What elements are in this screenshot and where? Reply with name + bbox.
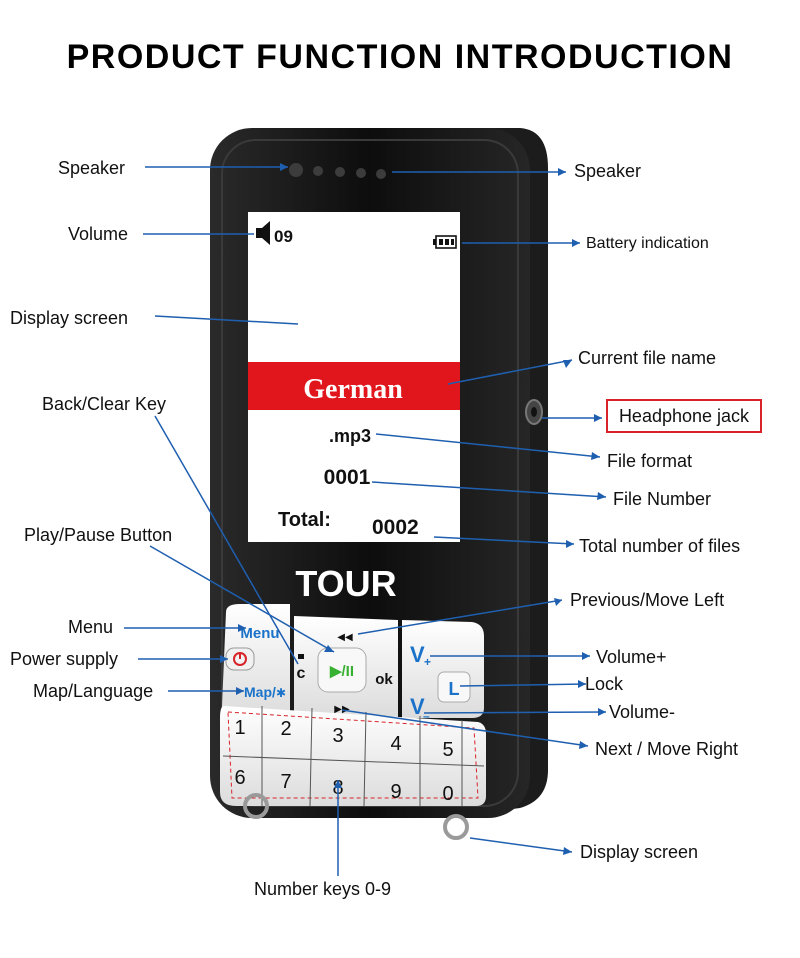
total-label: Total: [278,509,331,531]
map-language-key[interactable]: Map/ [244,684,276,700]
clear-key-dot [298,654,304,659]
label-headphone-jack: Headphone jack [606,399,762,433]
label-lock: Lock [585,674,624,694]
number-key-6[interactable]: 6 [234,767,245,789]
lock-key-label: L [449,679,460,699]
number-key-4[interactable]: 4 [390,733,401,755]
label-battery: Battery indication [586,235,709,252]
speaker-grille [289,163,386,179]
leader-arrowheads [220,163,606,855]
number-key-1[interactable]: 1 [234,717,245,739]
number-key-3[interactable]: 3 [332,725,343,747]
speaker-hole [313,166,323,176]
volume-down-sub: – [423,709,430,723]
file-name-bar [248,362,460,410]
number-key-5[interactable]: 5 [442,739,453,761]
label-play-pause: Play/Pause Button [24,525,173,545]
total-value: 0002 [372,516,419,539]
play-pause-key[interactable] [317,647,367,693]
file-format: .mp3 [329,426,371,446]
label-display-screen: Display screen [10,308,129,328]
speaker-hole [376,169,386,179]
bluetooth-icon: ✱ [276,686,286,700]
battery-icon [433,235,457,249]
label-menu: Menu [68,617,114,637]
headphone-jack-hole [531,407,537,417]
menu-key[interactable]: Menu [240,625,279,642]
number-key-7[interactable]: 7 [280,771,291,793]
play-pause-icon: ▶/II [329,663,354,680]
label-speaker-right: Speaker [574,161,642,181]
ok-key[interactable]: ok [375,671,393,688]
label-volume-plus: Volume+ [596,647,667,667]
label-current-file-name: Current file name [578,348,717,368]
label-speaker-left: Speaker [58,158,126,178]
volume-up-key[interactable]: V [410,642,425,667]
speaker-hole [356,168,366,178]
lanyard-ring-right [443,814,469,840]
label-total-files: Total number of files [579,536,741,556]
volume-speaker-icon [256,221,270,245]
label-volume-minus: Volume- [609,702,676,722]
file-number: 0001 [324,466,371,489]
file-name: German [303,374,403,405]
label-back-clear-key: Back/Clear Key [42,394,167,414]
label-file-number: File Number [613,489,712,509]
number-key-9[interactable]: 9 [390,781,401,803]
lanyard-ring-left [243,793,269,819]
volume-value: 09 [274,227,293,246]
number-key-0[interactable]: 0 [442,783,453,805]
label-file-format: File format [607,451,693,471]
number-key-grid [222,706,485,807]
keypad-dashed-outline [227,711,479,799]
label-next: Next / Move Right [595,739,739,759]
volume-down-key[interactable]: V [410,694,425,719]
page-title: PRODUCT FUNCTION INTRODUCTION [66,38,734,76]
label-number-keys: Number keys 0-9 [254,879,392,899]
label-power-supply: Power supply [10,649,119,669]
label-previous: Previous/Move Left [570,590,725,610]
speaker-hole [289,163,303,177]
clear-key[interactable]: c [297,665,306,682]
label-volume: Volume [68,224,129,244]
volume-up-sub: + [424,655,431,669]
leader-lines [124,166,607,876]
previous-key[interactable]: ◀◀ [337,632,353,643]
label-display-screen-bottom: Display screen [580,842,699,862]
speaker-hole [335,167,345,177]
label-map-language: Map/Language [33,681,154,701]
brand-logo: TOUR [295,563,396,604]
number-key-2[interactable]: 2 [280,718,291,740]
lock-key[interactable] [437,671,471,703]
